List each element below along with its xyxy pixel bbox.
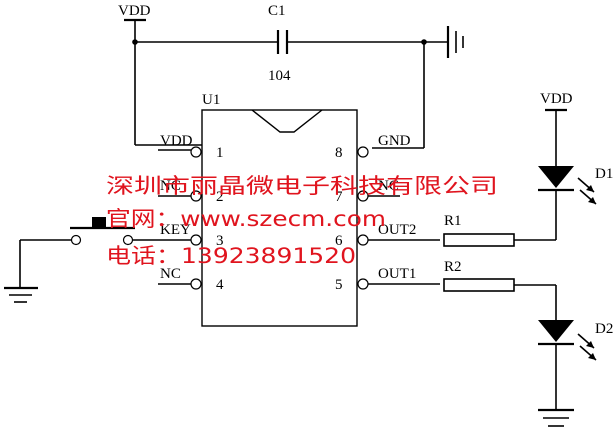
pin-7-num: 7 [335,189,343,205]
watermark-website: 官网：www.szecm.com [106,207,386,231]
ic-notch [251,109,323,133]
d2-ref: D2 [595,321,613,337]
pin-3-name: KEY [160,222,191,238]
pin-1-name: VDD [160,133,193,149]
pin-4-num: 4 [216,277,224,293]
pin-8-num: 8 [335,145,343,161]
vdd-label-led: VDD [540,91,573,107]
c1-value: 104 [268,68,291,84]
d2-triangle [538,320,574,342]
pin-8-circle [357,146,369,158]
watermark-company: 深圳市丽晶微电子科技有限公司 [106,174,498,198]
pin-4-circle [190,278,202,290]
pin-6-num: 6 [335,233,343,249]
r1-body [443,233,515,247]
pin-6-circle [357,234,369,246]
pin-2-name: NC [160,178,181,194]
pin-4-name: NC [160,266,181,282]
watermark-phone: 电话：13923891520 [106,244,356,268]
vdd-label-top: VDD [118,3,151,19]
c1-ref: C1 [268,3,286,19]
pin-6-name: OUT2 [378,222,416,238]
pin-5-name: OUT1 [378,266,416,282]
r1-ref: R1 [444,213,462,229]
push-button-switch [20,217,158,246]
pin-7-name: NC [378,178,399,194]
ground-symbol-top [446,26,464,58]
ground-symbol-left [4,286,38,303]
pin-1-circle [190,146,202,158]
d1-light-arrows [577,177,597,205]
ic-ref: U1 [202,92,220,108]
pin-3-num: 3 [216,233,224,249]
pin-5-num: 5 [335,277,343,293]
pin-5-circle [357,278,369,290]
d1-ref: D1 [595,166,613,182]
r2-body [443,278,515,292]
ground-symbol-right [538,408,574,427]
d2-light-arrows [577,333,597,361]
d1-triangle [538,166,574,188]
pin-2-num: 2 [216,189,224,205]
ic-body [201,109,358,327]
r2-ref: R2 [444,259,462,275]
pin-8-name: GND [378,133,411,149]
pin-1-num: 1 [216,145,224,161]
